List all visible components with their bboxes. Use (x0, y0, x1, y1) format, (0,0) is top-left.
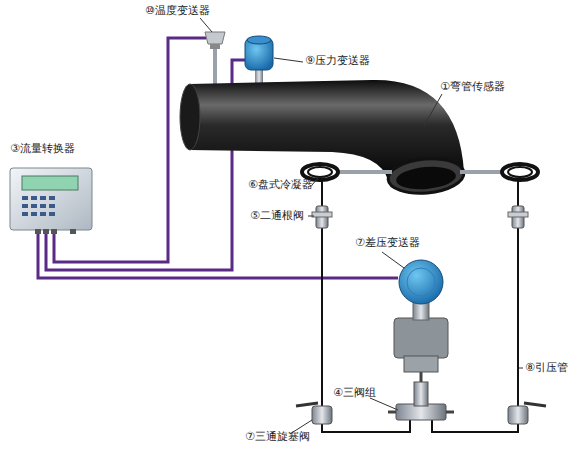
part-label: ⑧引压管 (525, 361, 568, 375)
pipe-inlet (180, 84, 200, 150)
converter-case (10, 168, 92, 230)
part-label: ⑨压力变送器 (305, 54, 370, 68)
condenser-coil (508, 167, 532, 177)
condenser (502, 164, 538, 180)
leader-lines (200, 18, 523, 434)
pressure-transmitter (245, 36, 273, 84)
pressure-cap (247, 36, 271, 44)
dp-head (399, 260, 443, 304)
part-label: ③流量转换器 (10, 142, 75, 156)
three-valve-manifold (388, 372, 454, 420)
condenser-coil (308, 167, 332, 177)
part-label: ①弯管传感器 (440, 80, 505, 94)
part-label: ⑤二通根阀 (250, 209, 304, 223)
thermo-head (205, 32, 225, 44)
part-label: ⑦差压变送器 (355, 236, 420, 250)
flow-converter (10, 168, 92, 234)
disk-condensers (302, 164, 538, 180)
cable-glands (35, 229, 76, 234)
dp-window (407, 268, 435, 296)
impulse-lines (312, 180, 528, 432)
lcd-screen (22, 176, 78, 190)
part-label: ⑥盘式冷凝器 (248, 178, 313, 192)
dp-body (394, 318, 448, 358)
part-label: ④三阀组 (333, 386, 376, 400)
part-label: ⑦三通旋塞阀 (245, 430, 310, 444)
root-valves (312, 206, 528, 228)
signal-wires (38, 38, 398, 278)
condenser-tubes (336, 170, 502, 174)
pipe-bore (395, 164, 457, 191)
temperature-transmitter (205, 32, 225, 86)
part-label: ⑩温度变送器 (145, 4, 210, 18)
pipe-outlet (387, 156, 466, 196)
keypad (22, 196, 55, 216)
dp-flange (404, 356, 438, 372)
dp-transmitter (394, 260, 448, 372)
condenser (302, 164, 338, 180)
elbow-pipe (180, 80, 465, 196)
thermo-neck (210, 44, 220, 49)
